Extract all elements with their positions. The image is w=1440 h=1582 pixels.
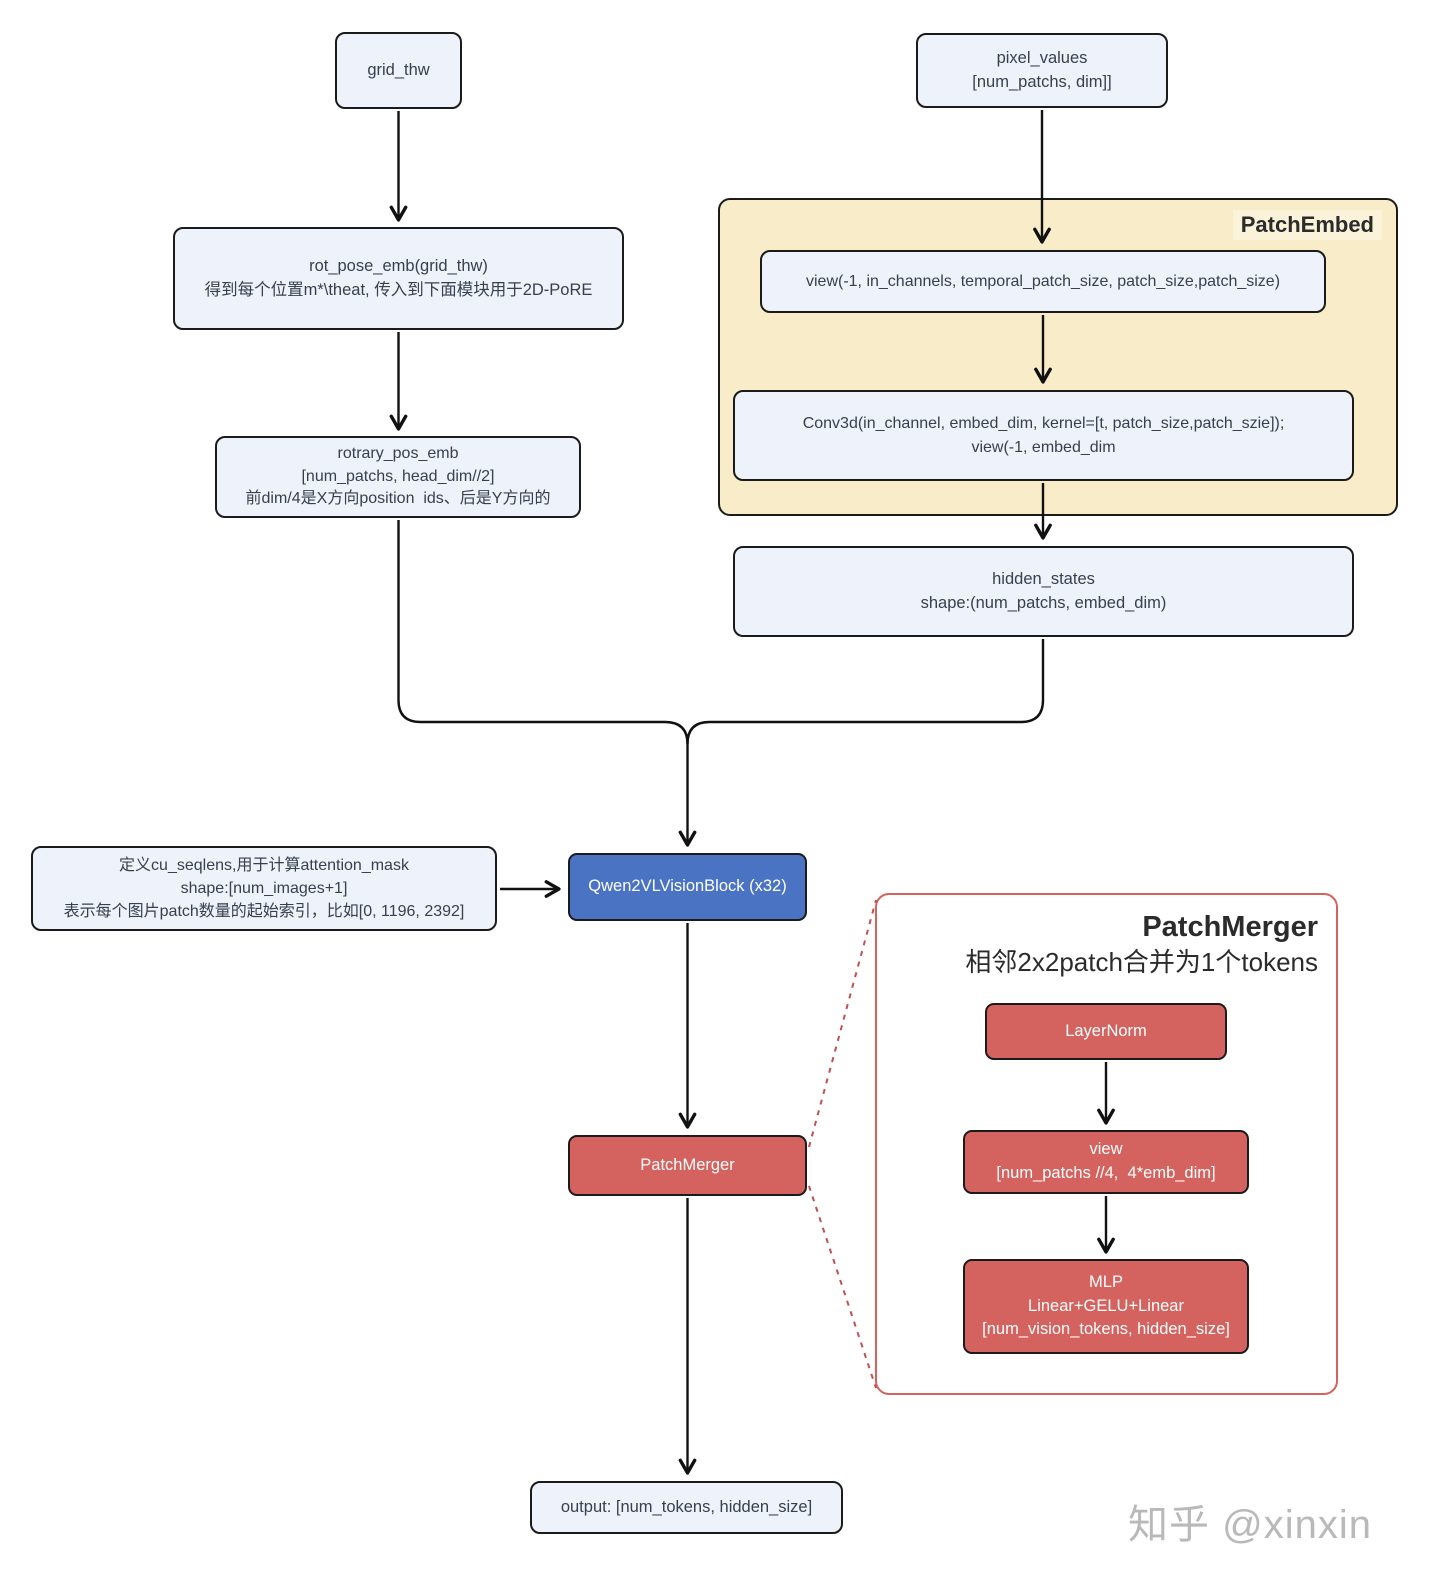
connector-rotrary-merge <box>397 520 697 847</box>
node-pixel-values: pixel_values [num_patchs, dim]] <box>916 33 1168 108</box>
node-view-merge: view [num_patchs //4, 4*emb_dim] <box>963 1130 1249 1194</box>
watermark: 知乎 @xinxin <box>1128 1503 1372 1547</box>
patch-merger-panel-title: PatchMerger <box>1142 911 1318 943</box>
node-qwen2vl-vision-block-label: Qwen2VLVisionBlock (x32) <box>588 877 787 896</box>
dashed-callout-bottom <box>808 1185 877 1389</box>
node-mlp-line2: Linear+GELU+Linear <box>1028 1296 1184 1315</box>
node-output-label: output: [num_tokens, hidden_size] <box>560 1497 813 1516</box>
patch-merger-panel-subtitle: 相邻2x2patch合并为1个tokens <box>965 947 1318 978</box>
node-layer-norm-label: LayerNorm <box>1065 1021 1147 1040</box>
patch-embed-panel-title: PatchEmbed <box>1232 210 1382 240</box>
node-layer-norm: LayerNorm <box>985 1003 1227 1060</box>
node-hidden-states-line1: hidden_states <box>992 569 1095 588</box>
node-mlp-line3: [num_vision_tokens, hidden_size] <box>982 1320 1230 1339</box>
node-pixel-values-line2: [num_patchs, dim]] <box>972 72 1112 91</box>
node-qwen2vl-vision-block: Qwen2VLVisionBlock (x32) <box>568 853 807 921</box>
node-conv3d: Conv3d(in_channel, embed_dim, kernel=[t,… <box>733 390 1354 481</box>
node-rot-pose-emb: rot_pose_emb(grid_thw) 得到每个位置m*\theat, 传… <box>173 227 624 330</box>
connector-hiddenstates-merge <box>686 639 1045 745</box>
node-rot-pose-emb-line2: 得到每个位置m*\theat, 传入到下面模块用于2D-PoRE <box>204 280 593 299</box>
node-cu-seqlens-line3: 表示每个图片patch数量的起始索引，比如[0, 1196, 2392] <box>63 903 465 921</box>
node-cu-seqlens-line1: 定义cu_seqlens,用于计算attention_mask <box>119 856 409 874</box>
node-cu-seqlens: 定义cu_seqlens,用于计算attention_mask shape:[n… <box>31 846 497 931</box>
node-rotrary-pos-emb-line2: [num_patchs, head_dim//2] <box>301 467 495 485</box>
node-view-merge-line2: [num_patchs //4, 4*emb_dim] <box>996 1164 1216 1182</box>
node-patch-merger: PatchMerger <box>568 1135 807 1196</box>
node-view-reshape: view(-1, in_channels, temporal_patch_siz… <box>760 250 1326 313</box>
node-view-reshape-label: view(-1, in_channels, temporal_patch_siz… <box>805 272 1281 290</box>
node-conv3d-line1: Conv3d(in_channel, embed_dim, kernel=[t,… <box>802 415 1285 433</box>
node-hidden-states-line2: shape:(num_patchs, embed_dim) <box>920 593 1167 612</box>
node-hidden-states: hidden_states shape:(num_patchs, embed_d… <box>733 546 1354 637</box>
node-rotrary-pos-emb-line1: rotrary_pos_emb <box>337 445 459 463</box>
node-mlp-line1: MLP <box>1089 1272 1123 1291</box>
patch-merger-panel-header: PatchMerger 相邻2x2patch合并为1个tokens <box>965 909 1318 980</box>
node-cu-seqlens-line2: shape:[num_images+1] <box>180 879 348 897</box>
node-grid-thw: grid_thw <box>335 32 462 109</box>
node-grid-thw-label: grid_thw <box>367 60 430 79</box>
node-view-merge-line1: view <box>1089 1140 1123 1159</box>
dashed-callout-top <box>808 899 877 1148</box>
node-patch-merger-label: PatchMerger <box>640 1155 735 1174</box>
node-rot-pose-emb-line1: rot_pose_emb(grid_thw) <box>309 256 488 275</box>
node-output: output: [num_tokens, hidden_size] <box>530 1481 843 1534</box>
node-rotrary-pos-emb: rotrary_pos_emb [num_patchs, head_dim//2… <box>215 436 581 518</box>
node-conv3d-line2: view(-1, embed_dim <box>971 438 1116 456</box>
node-mlp: MLP Linear+GELU+Linear [num_vision_token… <box>963 1259 1249 1354</box>
node-rotrary-pos-emb-line3: 前dim/4是X方向position ids、后是Y方向的 <box>245 490 551 508</box>
node-pixel-values-line1: pixel_values <box>996 48 1088 67</box>
